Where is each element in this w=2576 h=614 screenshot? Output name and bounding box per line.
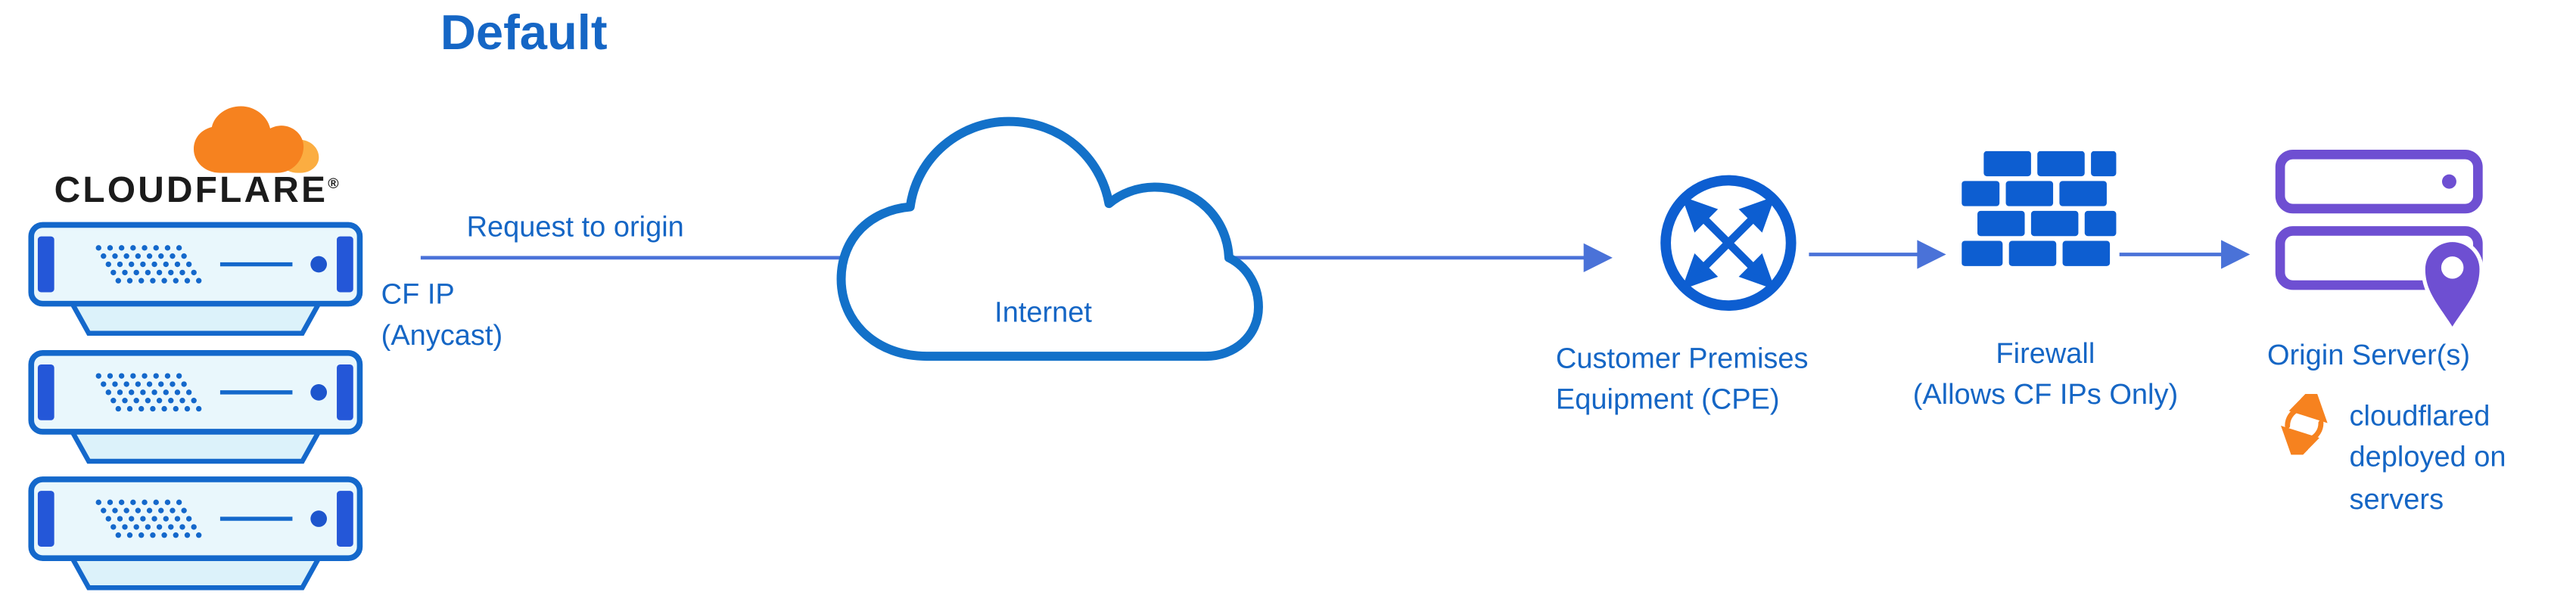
firewall-icon [1962, 150, 2117, 266]
firewall-label-line1: Firewall [1996, 336, 2095, 370]
firewall-to-origin-arrow [2119, 240, 2251, 269]
registered-trademark: ® [328, 175, 341, 192]
cloudflare-wordmark: CLOUDFLARE® [54, 169, 341, 212]
location-pin-icon [2421, 237, 2484, 333]
server-rack-icon [26, 348, 369, 470]
origin-servers-icon [2275, 149, 2484, 333]
internet-label: Internet [994, 295, 1093, 329]
firewall-label: Firewall (Allows CF IPs Only) [1873, 333, 2218, 417]
cloudflare-logo-cloud-icon [194, 106, 319, 173]
cpe-to-firewall-arrow [1809, 240, 1946, 269]
cpe-router-icon [1660, 175, 1797, 311]
cf-ip-anycast-label: CF IP (Anycast) [381, 277, 503, 352]
cloudflare-brand-text: CLOUDFLARE [54, 169, 328, 210]
cpe-label: Customer Premises Equipment (CPE) [1555, 341, 1809, 417]
firewall-label-line2: (Allows CF IPs Only) [1912, 378, 2179, 411]
diagram-title: Default [440, 6, 608, 61]
cloudflared-note: cloudflared deployed on servers [2349, 398, 2506, 516]
server-rack-icon [26, 474, 369, 596]
internet-cloud-icon [836, 116, 1263, 361]
origin-servers-label: Origin Server(s) [2266, 338, 2471, 371]
request-to-origin-label: Request to origin [466, 209, 684, 243]
server-rack-icon [26, 220, 369, 342]
sync-icon [2281, 394, 2328, 455]
